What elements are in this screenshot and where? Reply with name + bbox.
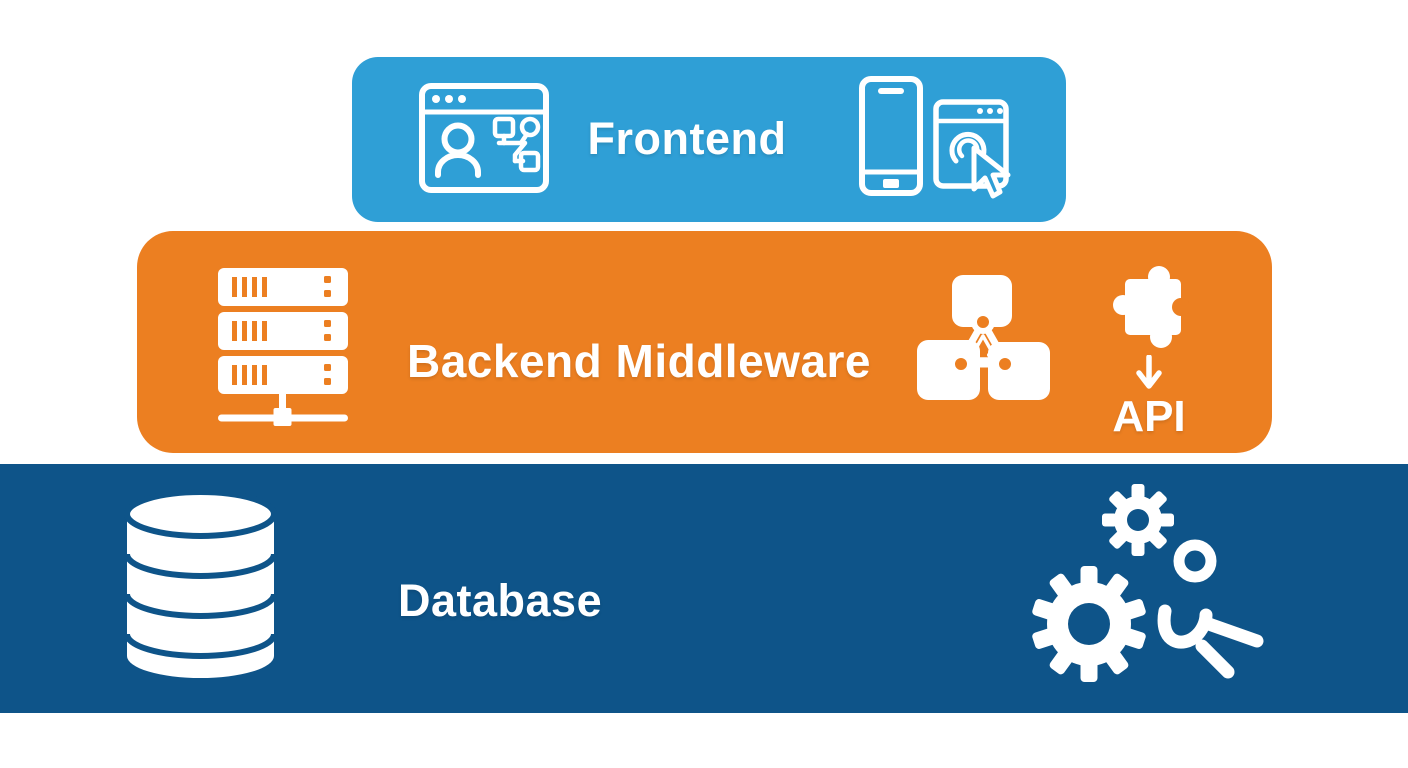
small-gear: [1102, 484, 1174, 556]
backend-layer: Backend Middleware: [137, 231, 1272, 453]
database-label: Database: [398, 575, 603, 626]
backend-label: Backend Middleware: [406, 335, 872, 387]
api-label: API: [1112, 392, 1186, 441]
browser-click-cursor-icon: [932, 98, 1037, 213]
frontend-layer: Frontend: [352, 57, 1066, 222]
api-integration-group: API: [1099, 259, 1199, 439]
database-cylinder-icon: [123, 488, 278, 683]
big-gear: [1032, 566, 1146, 682]
app-window-user-flow-icon: [418, 82, 550, 194]
person-figure: [1157, 539, 1264, 679]
node-cluster-warning-icon: [915, 274, 1050, 404]
gears-person-icon: [1025, 483, 1270, 698]
database-layer: Database: [0, 464, 1408, 713]
smartphone-icon: [858, 75, 924, 197]
server-stack-icon: [218, 268, 348, 426]
cursor-arrow: [971, 145, 1011, 199]
frontend-label: Frontend: [587, 113, 787, 164]
down-arrow-icon: [1136, 355, 1162, 389]
puzzle-piece-icon: [1113, 266, 1189, 348]
